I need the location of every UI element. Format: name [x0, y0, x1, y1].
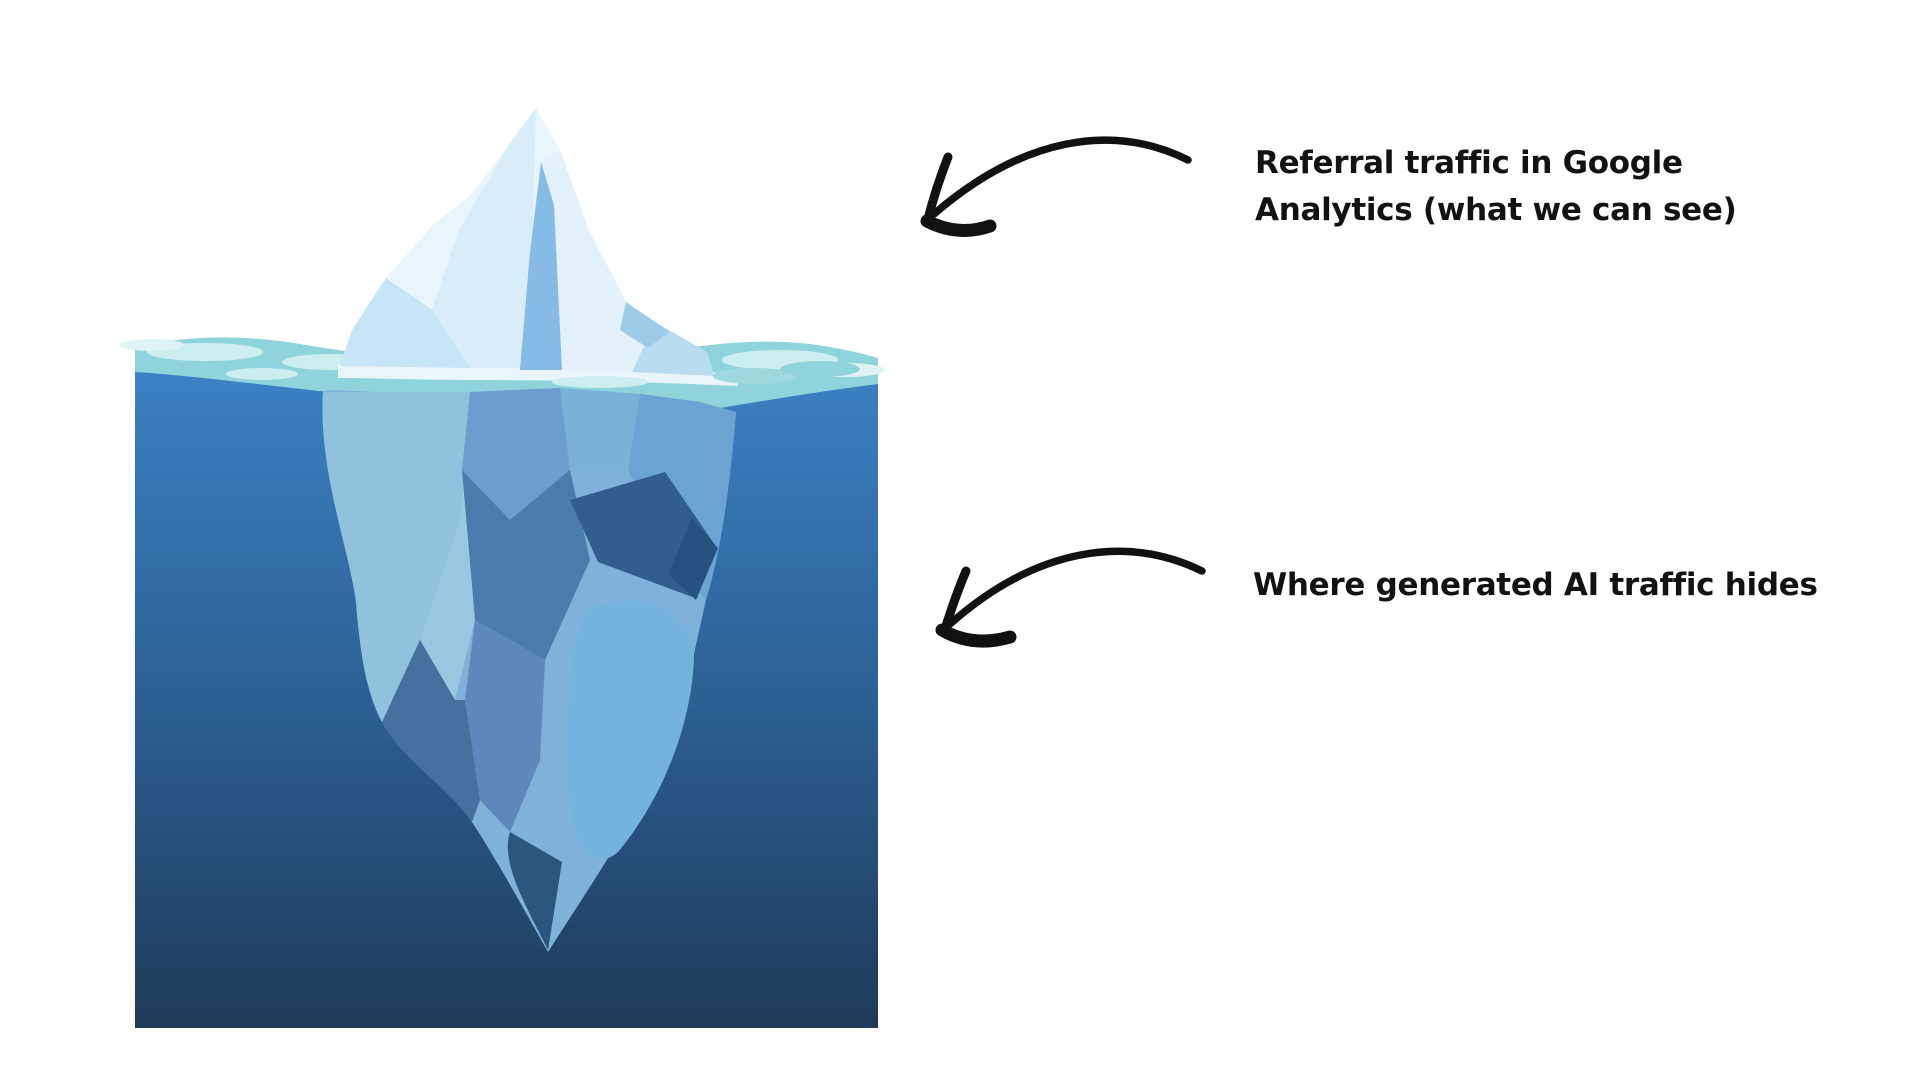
arrow-barb-lower: [920, 214, 997, 237]
berg-facet-column: [465, 620, 545, 832]
berg-facet-top-right: [560, 388, 640, 470]
ice-face-main: [432, 108, 536, 368]
waterline-blob: [552, 376, 648, 388]
berg-facet-left-shade: [382, 640, 480, 822]
label-referral-traffic: Referral traffic in Google Analytics (wh…: [1255, 145, 1737, 228]
berg-facet-left: [322, 392, 470, 722]
iceberg-tip: [340, 108, 714, 376]
label-ai-traffic: Where generated AI traffic hides: [1253, 567, 1818, 603]
arrow-barb-upper: [923, 152, 953, 224]
surface-highlight: [120, 339, 184, 351]
berg-facet-bottom-dark: [507, 832, 562, 950]
berg-facet-top-center: [462, 388, 570, 520]
arrow-curve: [946, 547, 1206, 628]
arrow-barb-lower: [935, 623, 1017, 648]
arrow-above-icon: [920, 136, 1192, 237]
surface-highlight: [226, 368, 298, 380]
ice-notch: [620, 302, 670, 348]
iceberg-underwater: [322, 388, 736, 952]
arrow-below-icon: [935, 547, 1206, 648]
ice-streak: [520, 162, 562, 370]
arrow-curve: [930, 136, 1192, 218]
berg-facet-slate: [462, 470, 590, 660]
berg-facet-glow: [566, 600, 694, 860]
berg-facet-darker: [668, 518, 718, 600]
arrow-barb-upper: [940, 566, 971, 634]
waterline-blob: [713, 368, 797, 384]
waterline-blob: [780, 361, 860, 377]
ice-face-lowleft: [340, 278, 470, 368]
